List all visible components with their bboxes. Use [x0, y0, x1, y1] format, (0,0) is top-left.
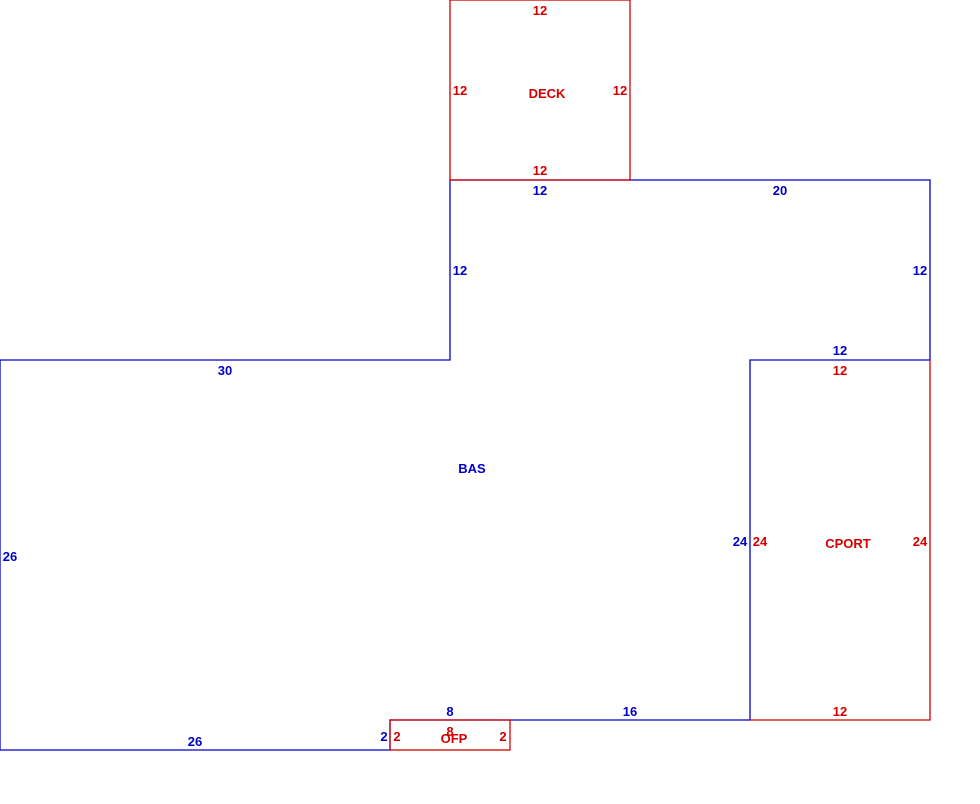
ofp-dim-left: 2 — [393, 729, 400, 744]
bas-dim-step-small: 2 — [380, 729, 387, 744]
bas-dim-upper-top-left: 12 — [533, 183, 547, 198]
bas-dim-upper-top-right: 20 — [773, 183, 787, 198]
ofp-outline — [389, 719, 511, 751]
bas-dim-cport-side: 24 — [733, 534, 748, 549]
cport-label: CPORT — [825, 536, 871, 551]
bas-dim-bottom-left: 26 — [188, 734, 202, 749]
deck-dim-bottom: 12 — [533, 163, 547, 178]
bas-dim-bottom-right: 16 — [623, 704, 637, 719]
deck-dim-top: 12 — [533, 3, 547, 18]
deck-dim-left: 12 — [453, 83, 467, 98]
cport-dim-bottom: 12 — [833, 704, 847, 719]
bas-dim-left: 26 — [3, 549, 17, 564]
bas-dim-ofp-top: 8 — [446, 704, 453, 719]
ofp-dim-top: 8 — [446, 724, 453, 739]
cport-outline — [750, 360, 931, 721]
bas-outline — [0, 179, 931, 751]
deck-dim-right: 12 — [613, 83, 627, 98]
cport-dim-top: 12 — [833, 363, 847, 378]
bas-dim-step-top: 12 — [833, 343, 847, 358]
cport-dim-left: 24 — [753, 534, 768, 549]
ofp-dim-right: 2 — [499, 729, 506, 744]
cport-dim-right: 24 — [913, 534, 928, 549]
bas-dim-upper-right: 12 — [913, 263, 927, 278]
bas-dim-upper-left: 12 — [453, 263, 467, 278]
ofp-label: OFP — [441, 731, 468, 746]
bas-label: BAS — [458, 461, 486, 476]
deck-label: DECK — [529, 86, 566, 101]
bas-dim-top-left: 30 — [218, 363, 232, 378]
deck-outline — [449, 0, 631, 181]
